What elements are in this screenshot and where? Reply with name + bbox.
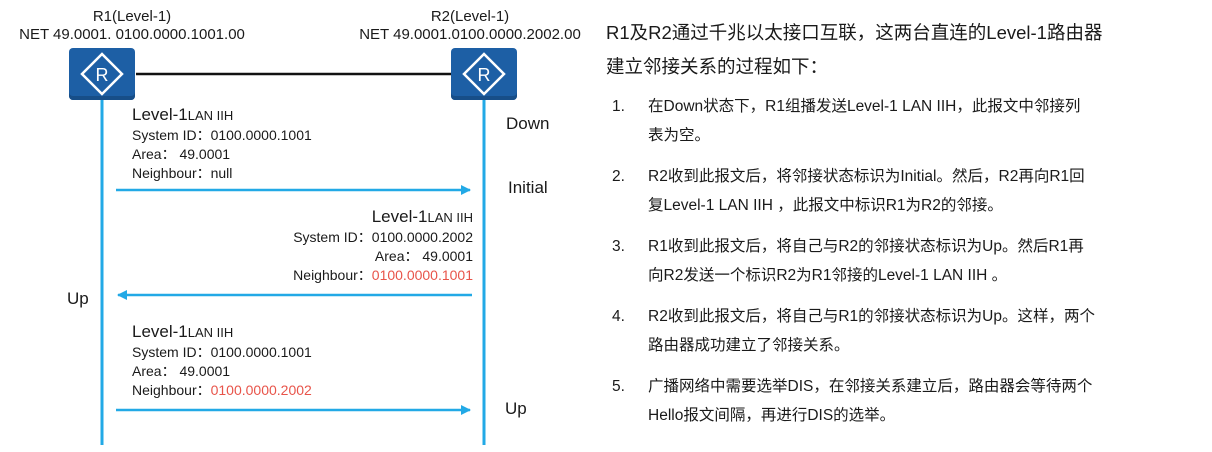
message-2-sysid: System ID：0100.0000.2002: [293, 229, 473, 245]
message-2-neighbour: Neighbour：0100.0000.1001: [293, 267, 473, 283]
step-2-line-2: 复Level-1 LAN IIH ，此报文中标识R1为R2的邻接。: [648, 197, 1003, 214]
r2-state-up: Up: [505, 399, 527, 418]
r1-router-icon: R: [69, 48, 135, 100]
step-2: 2. R2收到此报文后，将邻接状态标识为Initial。然后，R2再向R1回 复…: [612, 162, 1202, 220]
message-3: Level-1LAN IIH System ID：0100.0000.1001 …: [132, 322, 312, 400]
message-2-area: Area： 49.0001: [374, 248, 473, 264]
step-4-line-1: R2收到此报文后，将自己与R1的邻接状态标识为Up。这样，两个: [648, 308, 1095, 325]
r2-state-down: Down: [506, 114, 550, 133]
step-1-line-1: 在Down状态下，R1组播发送Level-1 LAN IIH，此报文中邻接列: [648, 98, 1081, 115]
message-3-neighbour: Neighbour：0100.0000.2002: [132, 382, 312, 398]
message-1-neighbour: Neighbour：null: [132, 165, 233, 181]
step-5: 5. 广播网络中需要选举DIS，在邻接关系建立后，路由器会等待两个 Hello报…: [612, 372, 1202, 430]
step-3: 3. R1收到此报文后，将自己与R2的邻接状态标识为Up。然后R1再 向R2发送…: [612, 232, 1202, 290]
svg-text:R: R: [96, 65, 109, 85]
step-3-number: 3.: [612, 238, 625, 255]
r2-label: R2(Level-1) NET 49.0001.0100.0000.2002.0…: [338, 8, 602, 44]
intro-line-1: R1及R2通过千兆以太接口互联，这两台直连的Level-1路由器: [606, 22, 1103, 43]
r1-label: R1(Level-1) NET 49.0001. 0100.0000.1001.…: [0, 8, 264, 44]
message-1: Level-1LAN IIH System ID：0100.0000.1001 …: [132, 105, 312, 183]
step-1: 1. 在Down状态下，R1组播发送Level-1 LAN IIH，此报文中邻接…: [612, 92, 1202, 150]
r1-name: R1(Level-1): [92, 8, 172, 25]
svg-text:R: R: [478, 65, 491, 85]
r2-router-icon: R: [451, 48, 517, 100]
message-2-title: Level-1LAN IIH: [371, 207, 473, 226]
step-1-line-2: 表为空。: [648, 127, 711, 144]
step-5-line-1: 广播网络中需要选举DIS，在邻接关系建立后，路由器会等待两个: [648, 378, 1093, 395]
r1-net: NET 49.0001. 0100.0000.1001.00: [19, 26, 245, 43]
intro-line-2: 建立邻接关系的过程如下：: [606, 56, 829, 77]
step-4: 4. R2收到此报文后，将自己与R1的邻接状态标识为Up。这样，两个 路由器成功…: [612, 302, 1202, 360]
sequence-diagram: [100, 72, 486, 445]
message-1-area: Area： 49.0001: [132, 146, 231, 162]
intro-text: R1及R2通过千兆以太接口互联，这两台直连的Level-1路由器 建立邻接关系的…: [606, 16, 1102, 84]
message-3-title: Level-1LAN IIH: [132, 322, 234, 341]
step-2-line-1: R2收到此报文后，将邻接状态标识为Initial。然后，R2再向R1回: [648, 168, 1085, 185]
step-4-number: 4.: [612, 308, 625, 325]
step-2-number: 2.: [612, 168, 625, 185]
message-3-area: Area： 49.0001: [132, 363, 231, 379]
r2-state-initial: Initial: [508, 178, 548, 197]
step-5-line-2: Hello报文间隔，再进行DIS的选举。: [648, 407, 896, 424]
step-4-line-2: 路由器成功建立了邻接关系。: [648, 337, 850, 354]
r2-net: NET 49.0001.0100.0000.2002.00: [359, 26, 581, 43]
step-1-number: 1.: [612, 98, 625, 115]
message-3-sysid: System ID：0100.0000.1001: [132, 344, 312, 360]
r2-name: R2(Level-1): [430, 8, 510, 25]
step-3-line-1: R1收到此报文后，将自己与R2的邻接状态标识为Up。然后R1再: [648, 238, 1084, 255]
message-1-title: Level-1LAN IIH: [132, 105, 234, 124]
step-3-line-2: 向R2发送一个标识R2为R1邻接的Level-1 LAN IIH 。: [648, 267, 1008, 284]
steps-list: 1. 在Down状态下，R1组播发送Level-1 LAN IIH，此报文中邻接…: [612, 92, 1202, 442]
message-1-sysid: System ID：0100.0000.1001: [132, 127, 312, 143]
message-2: Level-1LAN IIH System ID：0100.0000.2002 …: [230, 207, 473, 285]
step-5-number: 5.: [612, 378, 625, 395]
r1-state-up: Up: [67, 289, 89, 308]
